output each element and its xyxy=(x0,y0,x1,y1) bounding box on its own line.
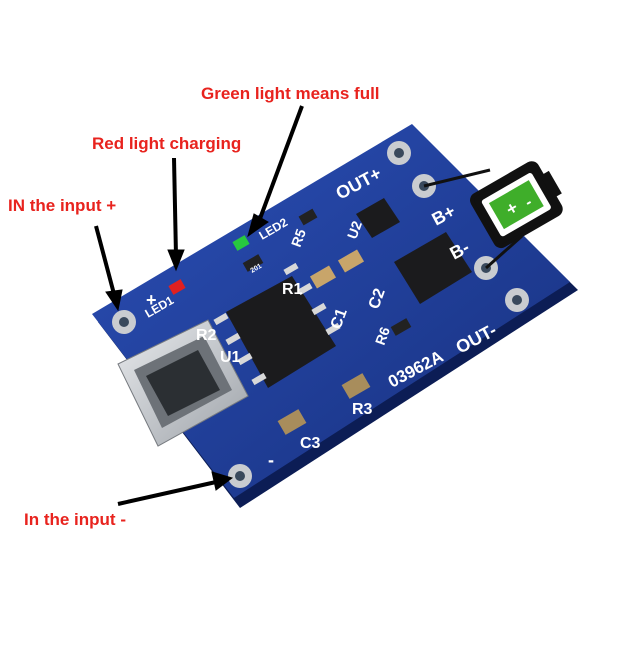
arrow-icon xyxy=(94,225,123,312)
silk-r3: R3 xyxy=(352,401,373,418)
silk-c3: C3 xyxy=(300,435,321,452)
callout-green-light: Green light means full xyxy=(201,84,380,103)
arrow-icon xyxy=(167,157,185,272)
protection-ic-u2 xyxy=(356,198,472,304)
charger-ic-u1 xyxy=(213,262,341,388)
pad-in-minus xyxy=(228,464,252,488)
callout-red-light: Red light charging xyxy=(92,134,242,153)
battery-icon: + - xyxy=(423,161,563,270)
silk-r6: R6 xyxy=(372,325,393,347)
led-red-indicator xyxy=(168,279,186,295)
arrow-icon xyxy=(117,471,234,506)
silk-minus: - xyxy=(268,450,274,470)
silk-r1: R1 xyxy=(282,281,303,298)
pad-out-plus xyxy=(387,141,411,165)
silk-u1: U1 xyxy=(220,349,241,366)
silk-c2: C2 xyxy=(366,286,389,311)
silk-resistor-code: 201 xyxy=(250,263,264,275)
silk-u2: U2 xyxy=(344,219,365,241)
silk-r2: R2 xyxy=(196,327,217,344)
battery-plus-wire xyxy=(423,168,491,188)
pad-in-plus xyxy=(112,310,136,334)
passive-components xyxy=(242,208,412,435)
led-green-indicator xyxy=(232,235,250,251)
arrow-icon xyxy=(247,105,304,238)
battery-minus-wire xyxy=(485,234,523,270)
micro-usb-port xyxy=(117,319,249,447)
pad-out-minus xyxy=(505,288,529,312)
callout-input-minus: In the input - xyxy=(24,510,126,529)
silk-c1: C1 xyxy=(328,306,351,331)
silk-plus: + xyxy=(146,290,157,310)
callout-arrows xyxy=(94,105,304,506)
silk-r5: R5 xyxy=(288,227,309,249)
callout-input-plus: IN the input + xyxy=(8,196,117,215)
